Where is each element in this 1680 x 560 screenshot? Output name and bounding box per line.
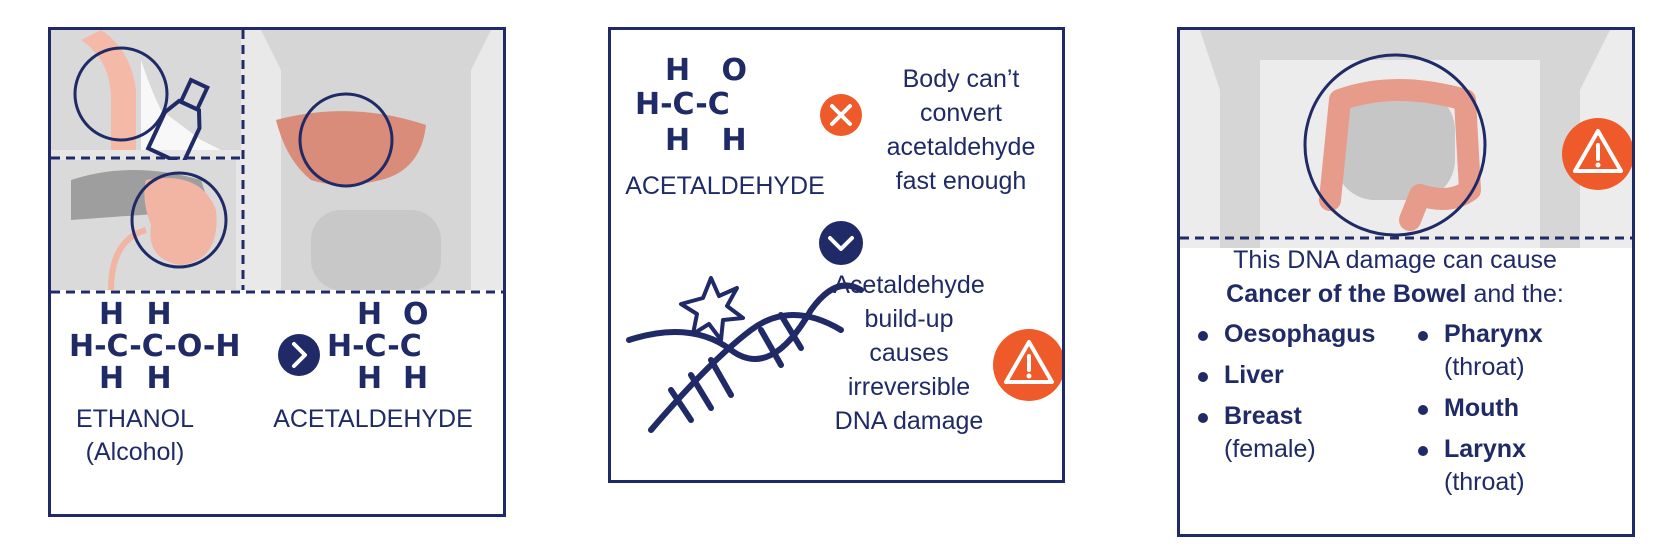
chevron-right-icon (278, 334, 320, 376)
bowel-zoom-circle (1303, 53, 1487, 237)
acetaldehyde-formula-top: H O (357, 297, 429, 332)
formula-main: H-C-C (635, 87, 730, 122)
caption-line: fast enough (895, 167, 1027, 195)
bowel-illustration (1329, 79, 1481, 231)
liver-zoom-circle (298, 92, 394, 188)
item-name: Pharynx (1444, 320, 1543, 348)
list-item: Larynx (throat) (1416, 433, 1616, 499)
ethanol-formula-bottom: H H (99, 361, 178, 396)
anatomy-illustration (51, 30, 503, 376)
item-note: (throat) (1444, 353, 1525, 381)
item-name: Oesophagus (1224, 320, 1376, 348)
formula-bottom: H H (665, 123, 747, 158)
dna-icon (626, 282, 864, 433)
caption-line: irreversible (847, 373, 971, 401)
intro-suffix: and the: (1466, 280, 1564, 308)
burst-icon (679, 276, 745, 342)
acetaldehyde-formula-main: H-C-C (327, 329, 422, 364)
caption-line: causes (869, 339, 949, 367)
item-name: Mouth (1444, 394, 1519, 422)
cancer-intro: This DNA damage can cause Cancer of the … (1190, 243, 1600, 311)
warning-icon (993, 329, 1062, 401)
mouth-zoom-circle (73, 46, 169, 142)
bowel-cancer-emphasis: Cancer of the Bowel (1226, 280, 1467, 308)
item-note: (throat) (1444, 468, 1525, 496)
stomach-zoom-circle (130, 171, 228, 269)
item-name: Breast (1224, 402, 1302, 430)
warning-icon (1562, 118, 1632, 190)
formula-top: H O (665, 53, 747, 88)
item-name: Liver (1224, 361, 1284, 389)
intro-line: This DNA damage can cause (1233, 246, 1557, 274)
caption-line: acetaldehyde (886, 133, 1036, 161)
caption-line: Acetaldehyde (833, 271, 985, 299)
caption-line: DNA damage (834, 407, 984, 435)
acetaldehyde-damage-panel: H O H-C-C H H ACETALDEHYDE Body can’t (608, 27, 1065, 483)
acetaldehyde-label: ACETALDEHYDE (273, 405, 473, 433)
list-item: Breast (female) (1196, 400, 1406, 466)
buildup-text: Acetaldehyde build-up causes irreversibl… (819, 268, 999, 438)
item-note: (female) (1224, 435, 1316, 463)
cannot-convert-text: Body can’t convert acetaldehyde fast eno… (861, 62, 1061, 198)
chevron-down-icon (819, 221, 863, 265)
ethanol-sublabel: (Alcohol) (85, 438, 185, 466)
acetaldehyde-formula-bottom: H H (357, 361, 429, 396)
ethanol-formula-main: H-C-C-O-H (69, 329, 241, 364)
cancer-risk-panel: This DNA damage can cause Cancer of the … (1177, 27, 1635, 537)
list-item: Oesophagus (1196, 318, 1406, 351)
caption-line: Body can’t (902, 65, 1020, 93)
left-cancer-list: Oesophagus Liver Breast (female) (1196, 318, 1406, 474)
ethanol-label: ETHANOL (75, 405, 195, 433)
item-name: Larynx (1444, 435, 1526, 463)
list-item: Pharynx (throat) (1416, 318, 1616, 384)
caption-line: convert (920, 99, 1002, 127)
list-item: Liver (1196, 359, 1406, 392)
acetaldehyde-label: ACETALDEHYDE (625, 172, 825, 200)
caption-line: build-up (864, 305, 954, 333)
list-item: Mouth (1416, 392, 1616, 425)
alcohol-metabolism-panel: H H H-C-C-O-H H H H O H-C-C H H ETHANOL … (48, 27, 506, 517)
right-cancer-list: Pharynx (throat) Mouth Larynx (throat) (1416, 318, 1616, 507)
ethanol-formula-top: H H (99, 297, 178, 332)
intro-line-2: Cancer of the Bowel and the: (1190, 277, 1600, 311)
